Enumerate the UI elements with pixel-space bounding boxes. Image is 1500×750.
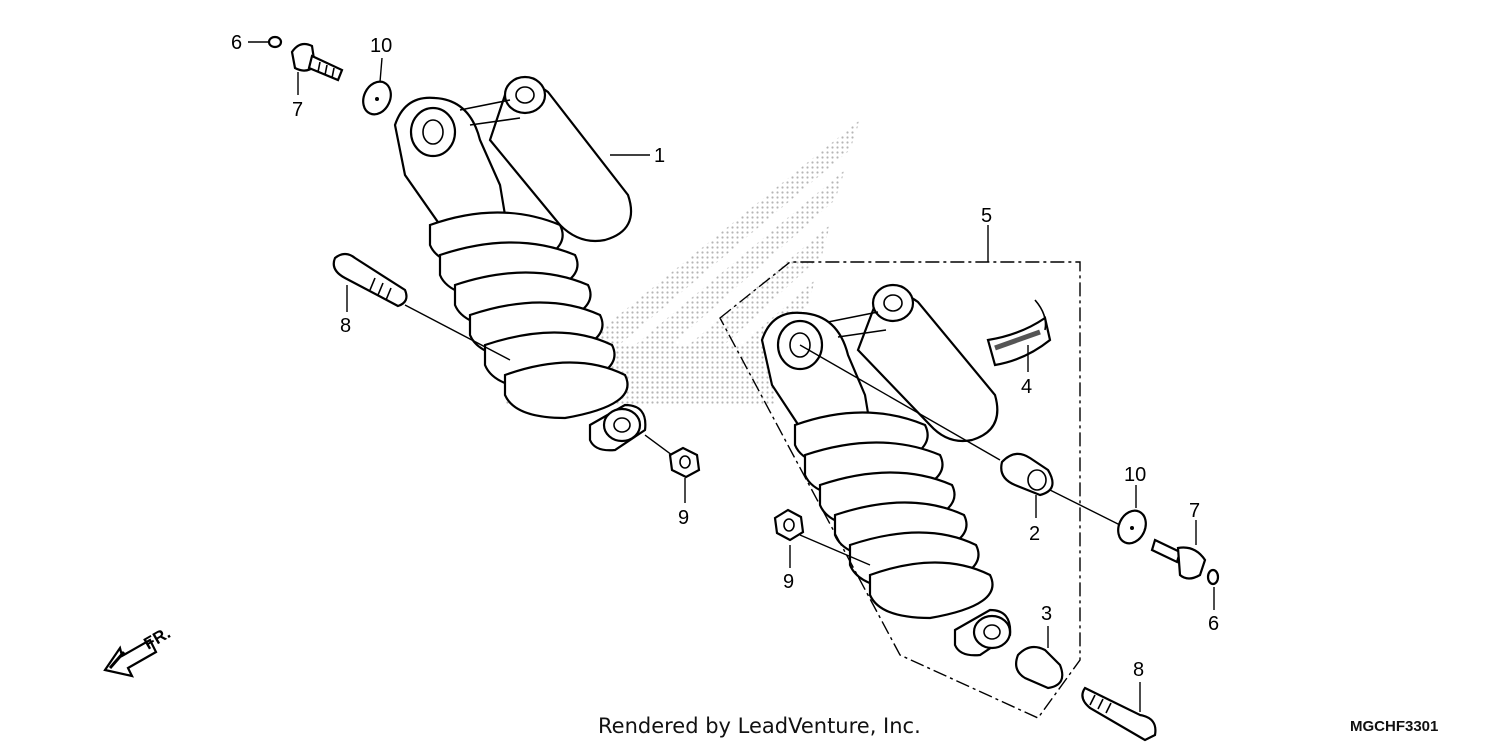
nut-small-right[interactable] bbox=[1206, 568, 1220, 586]
bolt-left[interactable] bbox=[332, 252, 408, 308]
nut-small-left[interactable] bbox=[267, 35, 283, 49]
callout-2: 2 bbox=[1029, 523, 1040, 545]
front-direction-arrow-icon: FR. bbox=[103, 623, 174, 678]
callout-6-left: 6 bbox=[231, 32, 242, 54]
callout-10-left: 10 bbox=[370, 35, 392, 57]
callout-10-right: 10 bbox=[1124, 464, 1146, 486]
bushing-upper[interactable] bbox=[1000, 452, 1054, 497]
leader-lines bbox=[248, 41, 1215, 712]
bolt-right[interactable] bbox=[1081, 686, 1157, 742]
washer-left[interactable] bbox=[358, 77, 396, 119]
callout-1: 1 bbox=[654, 145, 665, 167]
bushing-lower[interactable] bbox=[1015, 645, 1064, 690]
caution-label[interactable] bbox=[986, 299, 1052, 367]
callout-8-right: 8 bbox=[1133, 659, 1144, 681]
callout-9-left: 9 bbox=[678, 507, 689, 529]
collar-bolt-right[interactable] bbox=[1150, 538, 1207, 580]
assembly-outline bbox=[719, 261, 1081, 719]
render-credit: Rendered by LeadVenture, Inc. bbox=[598, 714, 921, 738]
callout-7-right: 7 bbox=[1189, 500, 1200, 522]
callout-3: 3 bbox=[1041, 603, 1052, 625]
callout-7-left: 7 bbox=[292, 99, 303, 121]
callout-4: 4 bbox=[1021, 376, 1032, 398]
callout-9-right: 9 bbox=[783, 571, 794, 593]
rear-shock-absorber-left[interactable] bbox=[393, 75, 647, 452]
nut-right[interactable] bbox=[773, 508, 805, 542]
diagram-code: MGCHF3301 bbox=[1350, 718, 1438, 735]
callout-8-left: 8 bbox=[340, 315, 351, 337]
callout-6-right: 6 bbox=[1208, 613, 1219, 635]
callout-5: 5 bbox=[981, 205, 992, 227]
nut-left[interactable] bbox=[668, 446, 701, 479]
collar-bolt-left[interactable] bbox=[290, 42, 344, 82]
rear-shock-assembly-right[interactable] bbox=[760, 283, 1012, 657]
washer-right[interactable] bbox=[1113, 506, 1151, 548]
